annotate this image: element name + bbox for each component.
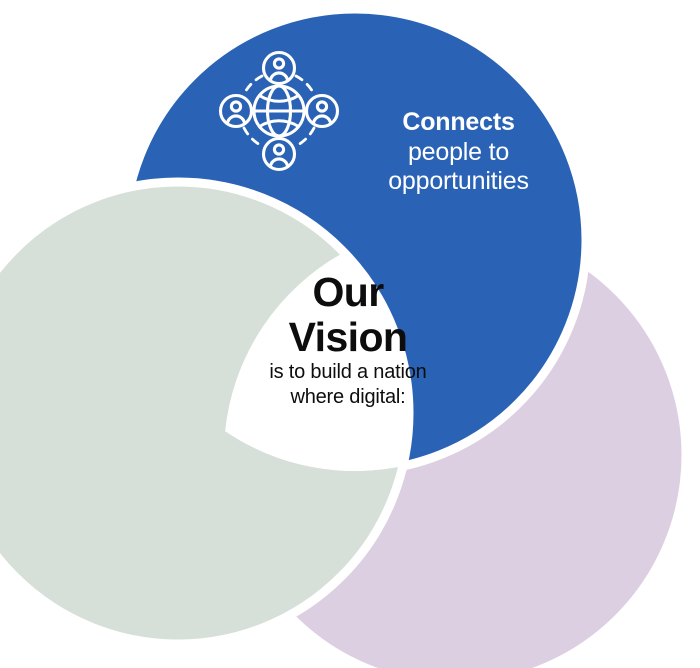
center-white-lobe-fill (225, 252, 409, 472)
